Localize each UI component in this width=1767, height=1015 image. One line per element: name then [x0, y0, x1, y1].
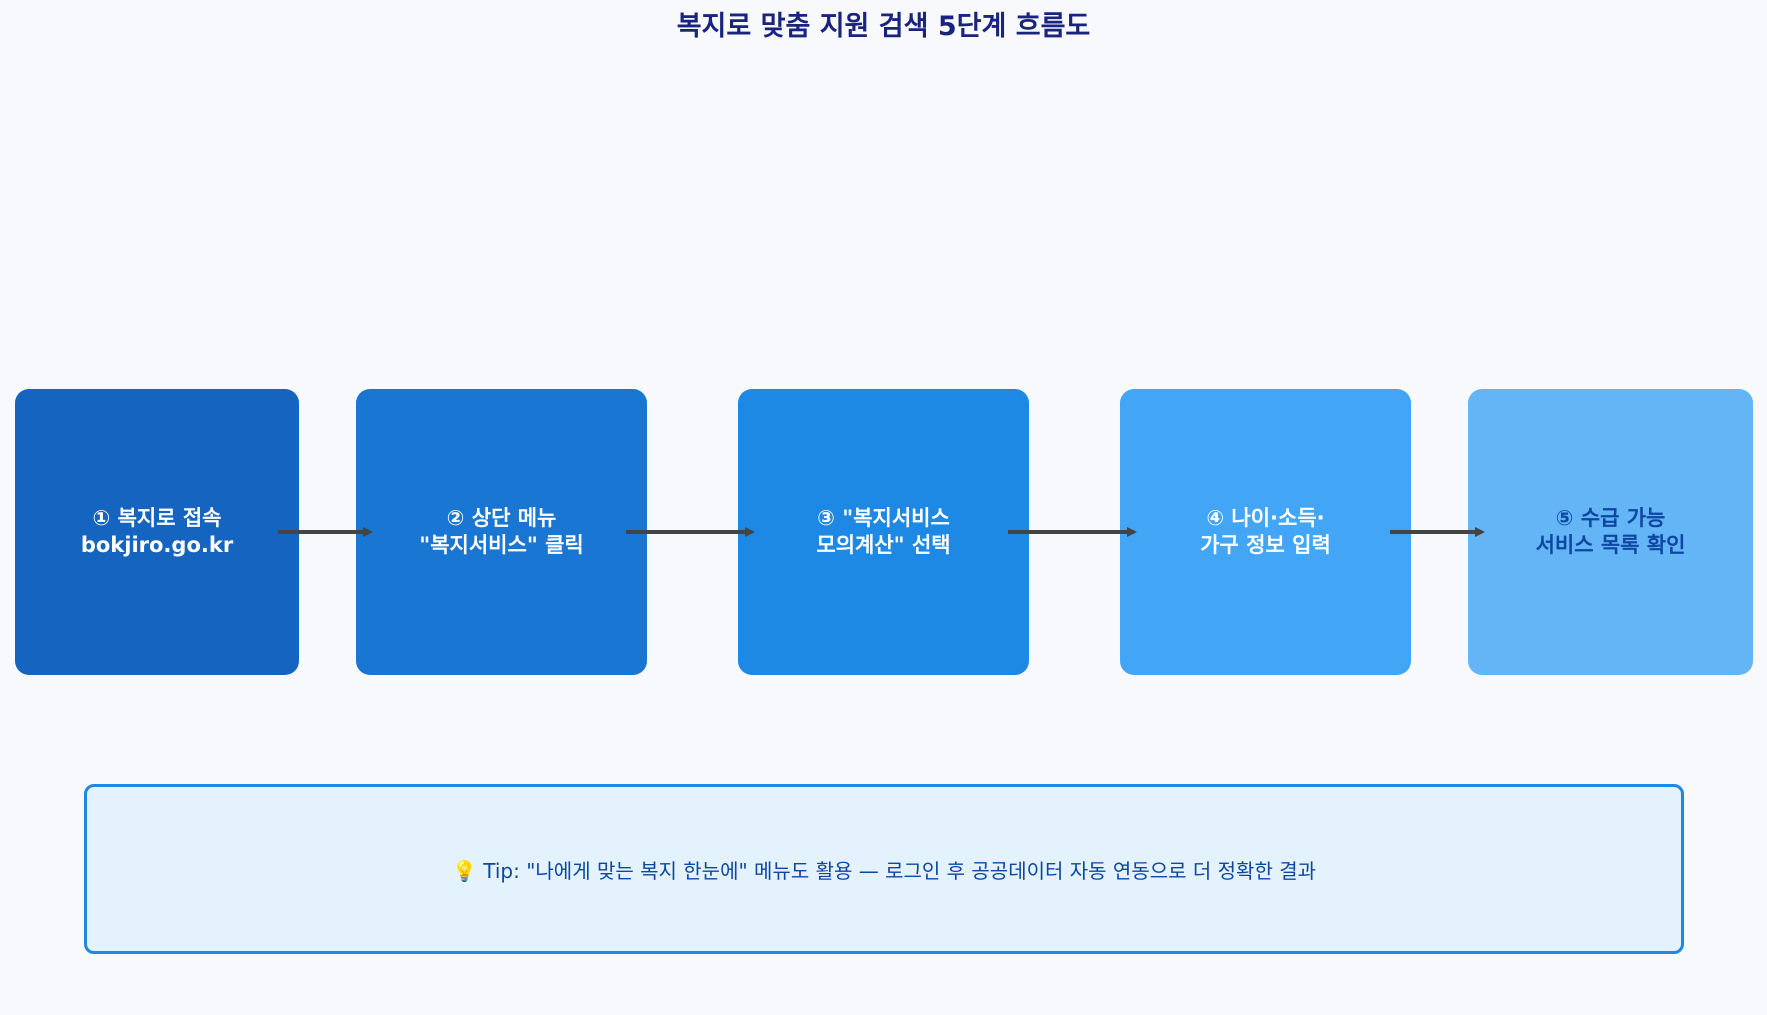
- step-2-box: ② 상단 메뉴 "복지서비스" 클릭: [356, 389, 647, 675]
- step-4-label-line-1: ④ 나이·소득·: [1206, 506, 1325, 530]
- step-3-label-line-1: ③ "복지서비스: [817, 506, 950, 530]
- step-1-label-line-2: bokjiro.go.kr: [80, 533, 234, 557]
- step-5-box: ⑤ 수급 가능 서비스 목록 확인: [1468, 389, 1753, 675]
- diagram-title: 복지로 맞춤 지원 검색 5단계 흐름도: [676, 11, 1091, 42]
- step-1-box: ① 복지로 접속 bokjiro.go.kr: [15, 389, 299, 675]
- step-3-box: ③ "복지서비스 모의계산" 선택: [738, 389, 1029, 675]
- step-5-label-line-2: 서비스 목록 확인: [1535, 533, 1686, 557]
- step-1-label-line-1: ① 복지로 접속: [92, 506, 222, 530]
- tip-text: 💡 Tip: "나에게 맞는 복지 한눈에" 메뉴도 활용 — 로그인 후 공공…: [451, 858, 1316, 883]
- step-5-label-line-1: ⑤ 수급 가능: [1555, 506, 1666, 530]
- step-4-label-line-2: 가구 정보 입력: [1200, 533, 1331, 557]
- step-2-label-line-1: ② 상단 메뉴: [446, 506, 557, 530]
- step-2-label-line-2: "복지서비스" 클릭: [419, 533, 584, 557]
- tip-box: 💡 Tip: "나에게 맞는 복지 한눈에" 메뉴도 활용 — 로그인 후 공공…: [84, 784, 1684, 954]
- step-4-box: ④ 나이·소득· 가구 정보 입력: [1120, 389, 1411, 675]
- step-3-label-line-2: 모의계산" 선택: [816, 533, 951, 557]
